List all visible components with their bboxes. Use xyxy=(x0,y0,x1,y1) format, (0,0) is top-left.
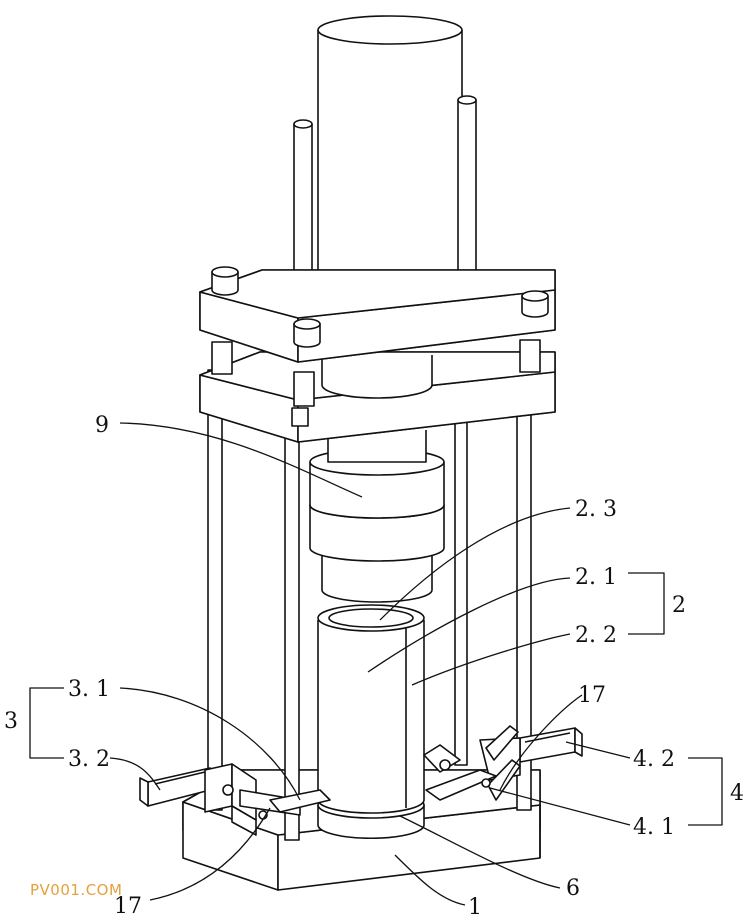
label-2-3: 2. 3 xyxy=(575,497,617,522)
left-clamp-assembly xyxy=(139,763,331,836)
label-2-2: 2. 2 xyxy=(575,623,617,648)
right-clamp-assembly xyxy=(423,725,583,801)
top-plate xyxy=(199,269,556,363)
label-3-1: 3. 1 xyxy=(68,677,110,702)
label-2: 2 xyxy=(672,593,686,618)
label-4-2: 4. 2 xyxy=(633,747,675,772)
plate-spacer-nuts xyxy=(211,339,541,427)
label-17-right: 17 xyxy=(578,683,606,708)
watermark: PV001.COM xyxy=(30,881,122,899)
label-9: 9 xyxy=(95,413,109,438)
leader-lines xyxy=(29,422,723,906)
label-17-left: 17 xyxy=(114,894,142,919)
label-2-1: 2. 1 xyxy=(575,565,617,590)
label-3-2: 3. 2 xyxy=(68,747,110,772)
upper-tie-rods xyxy=(293,95,477,310)
label-1: 1 xyxy=(468,895,482,919)
sleeve xyxy=(317,604,425,814)
label-6: 6 xyxy=(566,876,580,901)
label-4: 4 xyxy=(730,781,744,806)
top-plate-bolts xyxy=(211,266,549,348)
label-4-1: 4. 1 xyxy=(633,815,675,840)
punch-stack xyxy=(309,430,445,603)
guide-rails xyxy=(207,364,532,841)
label-3: 3 xyxy=(4,709,18,734)
